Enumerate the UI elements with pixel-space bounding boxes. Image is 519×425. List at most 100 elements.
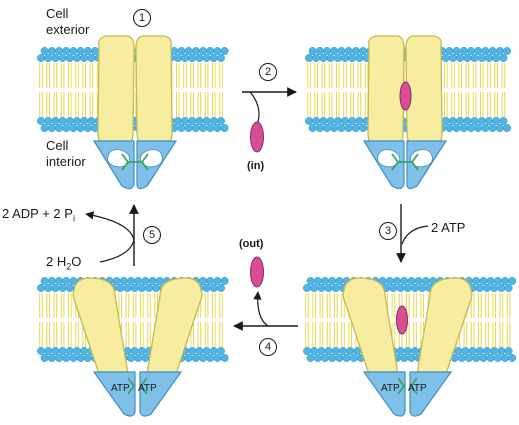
lipid-head — [328, 277, 337, 285]
water-input-label: 2 H2O — [46, 254, 81, 275]
lipid-head — [490, 347, 499, 355]
lipid-head — [335, 277, 344, 285]
lipid-head — [199, 354, 207, 362]
lipid-head — [184, 47, 193, 55]
lipid-head — [206, 354, 215, 362]
lipid-head — [459, 47, 468, 55]
lipid-head — [501, 277, 509, 285]
lipid-head — [130, 284, 139, 292]
lipid-head — [348, 54, 357, 62]
lipid-head — [308, 47, 317, 55]
lipid-head — [51, 54, 60, 62]
lipid-head — [145, 284, 153, 292]
lipid-head — [461, 347, 470, 355]
lipid-head — [486, 277, 495, 285]
lipid-head — [217, 117, 225, 125]
lipid-head — [308, 124, 317, 132]
lipid-head — [495, 47, 504, 55]
water-text: 2 H — [46, 254, 67, 269]
lipid-head — [130, 347, 139, 355]
transmembrane-subunit-right — [135, 35, 173, 151]
lipid-head — [177, 47, 186, 55]
lipid-head — [355, 117, 364, 125]
lipid-head — [62, 354, 71, 362]
lipid-head — [467, 47, 475, 55]
lipid-head — [479, 354, 488, 362]
lipid-head — [47, 277, 56, 285]
transporter-state-3: ATP ATP — [342, 277, 473, 417]
lipid-head — [69, 47, 78, 55]
lipid-head — [306, 277, 315, 285]
lipid-head — [400, 277, 409, 285]
lipid-head — [485, 117, 493, 125]
lipid-head — [191, 47, 200, 55]
lipid-head — [313, 277, 322, 285]
lipid-head — [317, 284, 326, 292]
lipid-head — [351, 47, 360, 55]
lipid-head — [493, 277, 502, 285]
lipid-head — [337, 124, 346, 132]
cell-exterior-label-1: Cell — [46, 6, 69, 21]
lipid-head — [188, 347, 197, 355]
lipid-head — [191, 124, 200, 132]
lipid-head — [499, 54, 508, 62]
lipid-head — [488, 124, 497, 132]
lipid-head — [44, 117, 53, 125]
lipid-head — [62, 124, 71, 132]
step-2-marker: 2 — [259, 63, 277, 81]
transporter-state-1 — [92, 35, 178, 190]
lipid-head — [475, 347, 484, 355]
lipid-head — [91, 47, 99, 55]
lipid-head — [202, 347, 211, 355]
lipid-head — [55, 277, 63, 285]
lipid-head — [330, 47, 339, 55]
lipid-head — [468, 347, 477, 355]
lipid-head — [481, 124, 490, 132]
lipid-head — [479, 277, 488, 285]
lipid-head — [73, 54, 81, 62]
lipid-head — [76, 47, 85, 55]
transporter-state-2 — [362, 35, 448, 190]
lipid-head — [177, 124, 186, 132]
substrate-in-label: (in) — [247, 160, 265, 172]
lipid-head — [173, 117, 182, 125]
transmembrane-subunit-left — [97, 35, 135, 151]
atp-site-label-left: ATP — [381, 383, 400, 394]
lipid-head — [141, 354, 150, 362]
released-substrate — [396, 305, 408, 335]
lipid-head — [449, 54, 457, 62]
lipid-head — [137, 284, 146, 292]
lipid-head — [459, 124, 468, 132]
lipid-head — [456, 117, 465, 125]
lipid-head — [346, 347, 355, 355]
lipid-head — [504, 284, 513, 292]
lipid-head — [475, 284, 484, 292]
lipid-head — [317, 347, 326, 355]
atp-site-label-right: ATP — [408, 383, 427, 394]
lipid-head — [321, 277, 329, 285]
lipid-head — [342, 354, 351, 362]
lipid-head — [411, 347, 419, 355]
arrow-step-3-atp-branch — [401, 225, 429, 245]
lipid-head — [323, 124, 331, 132]
lipid-head — [503, 124, 511, 132]
lipid-head — [55, 354, 63, 362]
lipid-head — [181, 54, 189, 62]
lipid-head — [112, 277, 121, 285]
lipid-head — [449, 117, 457, 125]
lipid-head — [445, 124, 454, 132]
lipid-head — [483, 347, 491, 355]
lipid-head — [127, 354, 135, 362]
step-5-marker: 5 — [143, 226, 161, 244]
lipid-head — [481, 47, 490, 55]
lipid-head — [508, 354, 517, 362]
lipid-head — [474, 47, 483, 55]
lipid-head — [209, 347, 218, 355]
lipid-head — [359, 47, 367, 55]
lipid-head — [403, 347, 412, 355]
lipid-head — [319, 54, 328, 62]
lipid-head — [319, 117, 328, 125]
lipid-head — [202, 117, 211, 125]
lipid-head — [495, 124, 504, 132]
